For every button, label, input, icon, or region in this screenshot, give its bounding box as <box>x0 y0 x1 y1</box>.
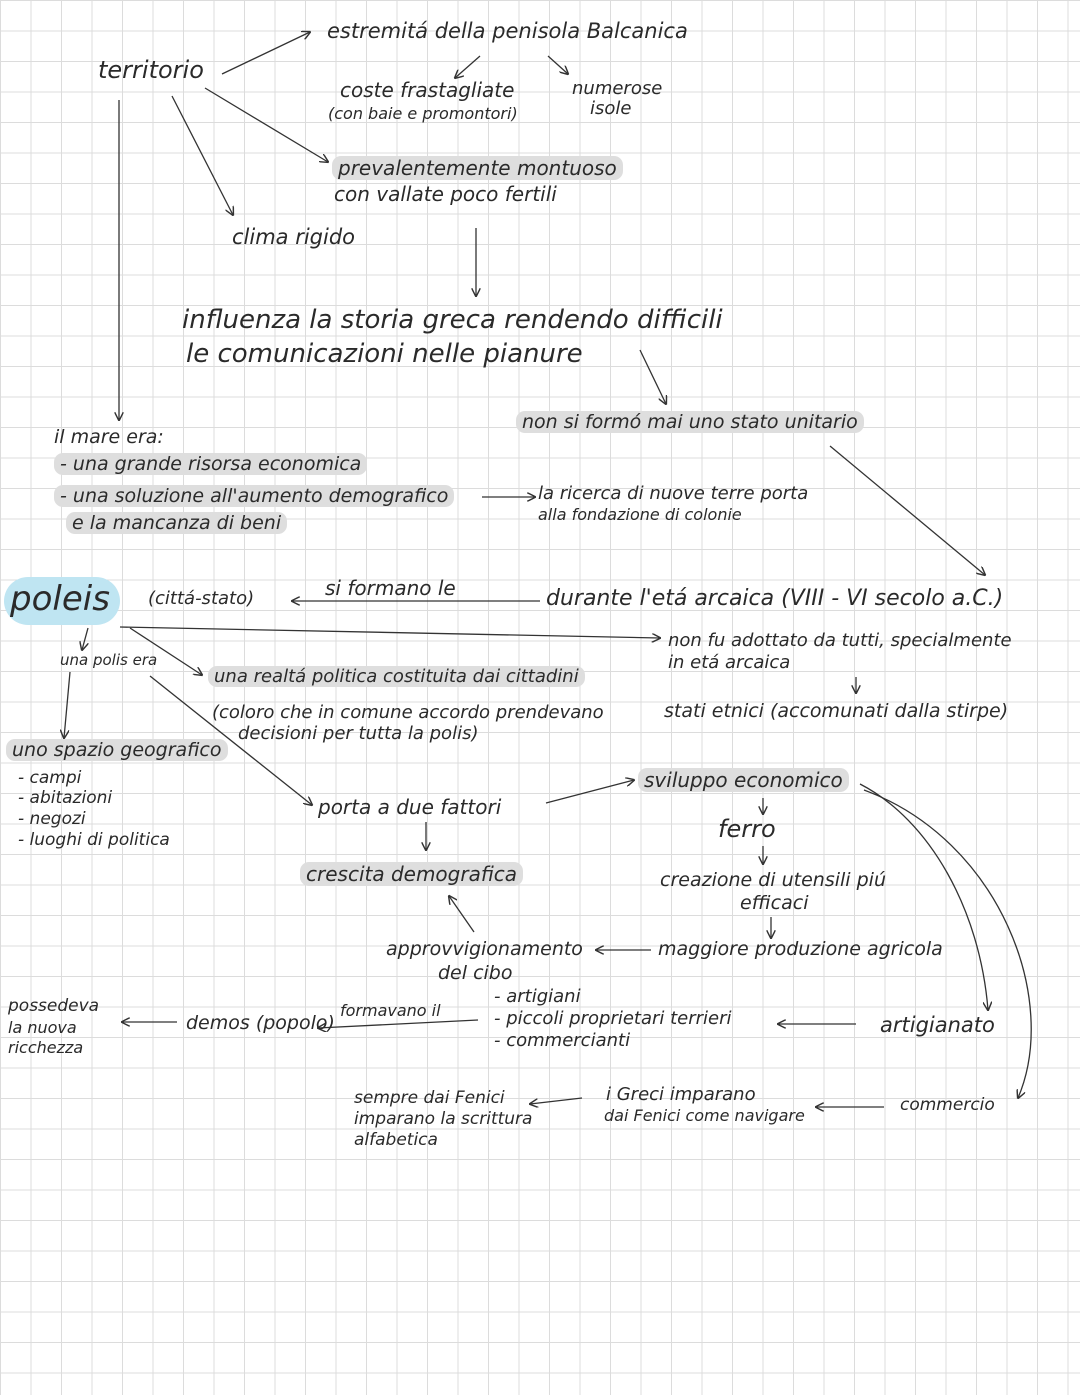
influenza-line-1: influenza la storia greca rendendo diffi… <box>182 305 723 335</box>
utensili-2: efficaci <box>740 892 809 914</box>
arrow-imparano-scrittura <box>530 1097 583 1104</box>
arrow-territorio-estremita <box>221 32 310 75</box>
montuoso-text-1: prevalentemente montuoso <box>332 156 623 180</box>
mare-item-2: - una soluzione all'aumento demografico <box>54 485 455 507</box>
clima-text: clima rigido <box>232 225 356 249</box>
estremita-text: estremitá della penisola Balcanica <box>327 19 688 43</box>
spazio-item-politica: - luoghi di politica <box>18 830 170 850</box>
artigianato-text: artigianato <box>880 1013 995 1037</box>
arrow-territorio-clima <box>171 95 233 215</box>
mare-title: il mare era: <box>54 426 164 448</box>
coste-note: (con baie e promontori) <box>328 104 518 123</box>
colonie-2: alla fondazione di colonie <box>538 505 742 524</box>
mare-item-1: - una grande risorsa economica <box>54 453 368 475</box>
poleis-highlight: poleis <box>4 577 120 625</box>
possedeva-1: possedeva <box>8 996 100 1016</box>
arrow-eta-nonadottato <box>119 626 660 638</box>
crescita-highlight: crescita demografica <box>300 862 524 886</box>
scrittura-2: imparano la scrittura <box>354 1109 533 1129</box>
formavano-text: formavano il <box>340 1001 441 1020</box>
arrow-poleis-unapolis <box>82 627 89 650</box>
poleis-title: poleis <box>4 577 120 625</box>
spazio-item-abitazioni: - abitazioni <box>18 788 113 808</box>
approvvigionamento-1: approvvigionamento <box>386 938 583 960</box>
mare-item-3: e la mancanza di beni <box>66 512 288 534</box>
possedeva-3: ricchezza <box>8 1038 84 1057</box>
arrow-approvv-crescita <box>449 896 475 933</box>
una-polis-text: una polis era <box>60 651 158 669</box>
arrow-unapolis-porta <box>149 675 312 805</box>
ferro-text: ferro <box>718 815 776 843</box>
eta-arcaica-text: durante l'etá arcaica (VIII - VI secolo … <box>546 586 1004 611</box>
arrow-porta-sviluppo <box>545 780 634 804</box>
demos-member-proprietari: - piccoli proprietari terrieri <box>494 1008 732 1029</box>
imparano-1: i Greci imparano <box>606 1084 756 1105</box>
mare-item-3-highlight: e la mancanza di beni <box>66 512 288 534</box>
colonie-1: la ricerca di nuove terre porta <box>538 483 809 504</box>
utensili-1: creazione di utensili piú <box>660 869 886 891</box>
mare-item-2-highlight: - una soluzione all'aumento demografico <box>54 485 455 507</box>
isole-text-1: numerose <box>572 78 663 99</box>
commercio-text: commercio <box>900 1095 995 1115</box>
influenza-line-2: le comunicazioni nelle pianure <box>186 339 583 369</box>
arrow-demosmembers-demos <box>318 1019 479 1028</box>
spazio-geografico: uno spazio geografico <box>6 739 228 761</box>
arrow-territorio-montuoso <box>204 87 328 162</box>
stato-highlight: non si formó mai uno stato unitario <box>516 411 864 433</box>
mare-item-1-highlight: - una grande risorsa economica <box>54 453 368 475</box>
non-adottato-1: non fu adottato da tutti, specialmente <box>668 630 1012 651</box>
montuoso-text-2: con vallate poco fertili <box>334 182 557 206</box>
realta-highlight: una realtá politica costituita dai citta… <box>208 666 585 687</box>
si-formano-text: si formano le <box>325 576 456 600</box>
spazio-item-negozi: - negozi <box>18 809 86 829</box>
scrittura-3: alfabetica <box>354 1130 438 1150</box>
arrow-stato-eta <box>829 445 985 575</box>
stati-etnici-text: stati etnici (accomunati dalla stirpe) <box>664 700 1009 722</box>
arrow-estremita-isole <box>547 55 568 74</box>
non-adottato-2: in etá arcaica <box>668 652 791 673</box>
territorio-label: territorio <box>98 56 204 84</box>
spazio-highlight: uno spazio geografico <box>6 739 228 761</box>
arrow-sviluppo-commercio <box>863 789 1032 1098</box>
realta-2: (coloro che in comune accordo prendevano <box>212 702 604 723</box>
arrow-unapolis-spazio <box>64 671 71 738</box>
realta-3: decisioni per tutta la polis) <box>238 723 479 744</box>
poleis-subtitle: (cittá-stato) <box>148 588 255 609</box>
scrittura-1: sempre dai Fenici <box>354 1088 505 1108</box>
spazio-item-campi: - campi <box>18 768 82 788</box>
demos-member-commercianti: - commercianti <box>494 1030 631 1051</box>
produzione-agricola: maggiore produzione agricola <box>658 938 943 960</box>
imparano-2: dai Fenici come navigare <box>604 1106 805 1125</box>
isole-text-2: isole <box>590 98 632 119</box>
sviluppo-highlight: sviluppo economico <box>638 768 849 792</box>
sviluppo-economico: sviluppo economico <box>638 768 849 792</box>
crescita-demografica: crescita demografica <box>300 862 524 886</box>
arrow-sviluppo-artigianato <box>859 783 988 1010</box>
possedeva-2: la nuova <box>8 1018 77 1037</box>
coste-text: coste frastagliate <box>340 78 515 102</box>
stato-unitario: non si formó mai uno stato unitario <box>516 411 864 433</box>
arrow-influenza-stato <box>639 349 666 404</box>
arrow-estremita-coste <box>455 55 481 78</box>
realta-1: una realtá politica costituita dai citta… <box>208 666 585 687</box>
arrow-poleis-realta <box>129 627 202 675</box>
demos-member-artigiani: - artigiani <box>494 986 581 1007</box>
montuoso-highlight: prevalentemente montuoso <box>332 156 623 180</box>
approvvigionamento-2: del cibo <box>438 962 513 984</box>
porta-fattori-text: porta a due fattori <box>318 795 502 819</box>
demos-label: demos (popolo) <box>186 1012 335 1034</box>
